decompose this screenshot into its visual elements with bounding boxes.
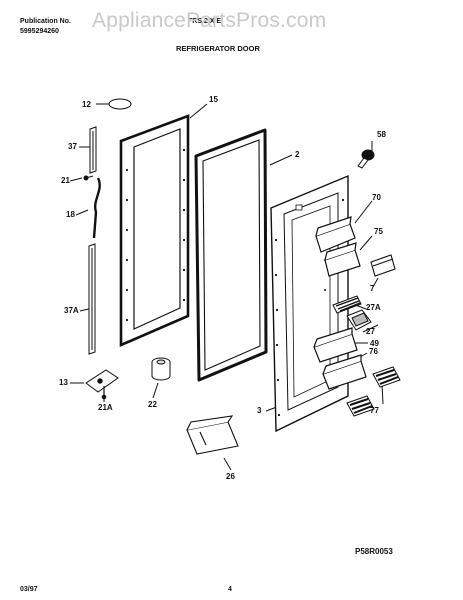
watermark: AppliancePartsPros.com [92,9,327,32]
publication-number: 5995294260 [20,28,59,35]
callout-70: 70 [372,193,381,202]
part-2-gasket [194,128,268,382]
part-77-egg-trays [346,366,401,417]
part-27-clip [346,309,372,331]
callout-15: 15 [209,95,218,104]
diagram-reference-number: P58R0053 [355,547,393,556]
part-75-bin [324,242,361,277]
callout-12: 12 [82,100,91,109]
callout-27A: 27A [366,303,381,312]
model-number: FRS 2 X E [188,18,222,25]
callout-49: 49 [370,339,379,348]
part-15-gasket-frame [119,114,190,347]
part-58-fastener [357,149,375,169]
callout-2: 2 [295,150,300,159]
publication-label: Publication No. [20,18,71,25]
part-13-hinge-bracket [85,369,119,393]
part-70-bin [315,216,356,253]
callout-22: 22 [148,400,157,409]
part-18-wire [92,177,101,239]
part-49-shelf-bin [313,327,358,363]
part-37A-bar [88,243,96,355]
callout-37: 37 [68,142,77,151]
callout-21A: 21A [98,403,113,412]
callout-27: 27 [366,327,375,336]
part-76-shelf-bin [322,354,367,390]
callout-7: 7 [370,284,375,293]
part-27A-rail [332,295,362,314]
part-37-hinge-bar [89,126,97,174]
part-21A-screw [101,386,107,400]
part-7-cover [370,254,396,277]
callout-26: 26 [226,472,235,481]
callout-18: 18 [66,210,75,219]
page-number: 4 [228,586,232,593]
callout-13: 13 [59,378,68,387]
part-21-screw [83,175,94,181]
callout-75: 75 [374,227,383,236]
callout-37A: 37A [64,306,79,315]
callout-58: 58 [377,130,386,139]
part-12-cap [108,98,132,110]
callout-76: 76 [369,347,378,356]
part-22-bushing [151,357,171,381]
part-26-bin [186,415,239,455]
callout-3: 3 [257,406,262,415]
callout-21: 21 [61,176,70,185]
callout-77: 77 [370,406,379,415]
diagram-title: REFRIGERATOR DOOR [176,44,260,53]
revision-date: 03/97 [20,586,38,593]
